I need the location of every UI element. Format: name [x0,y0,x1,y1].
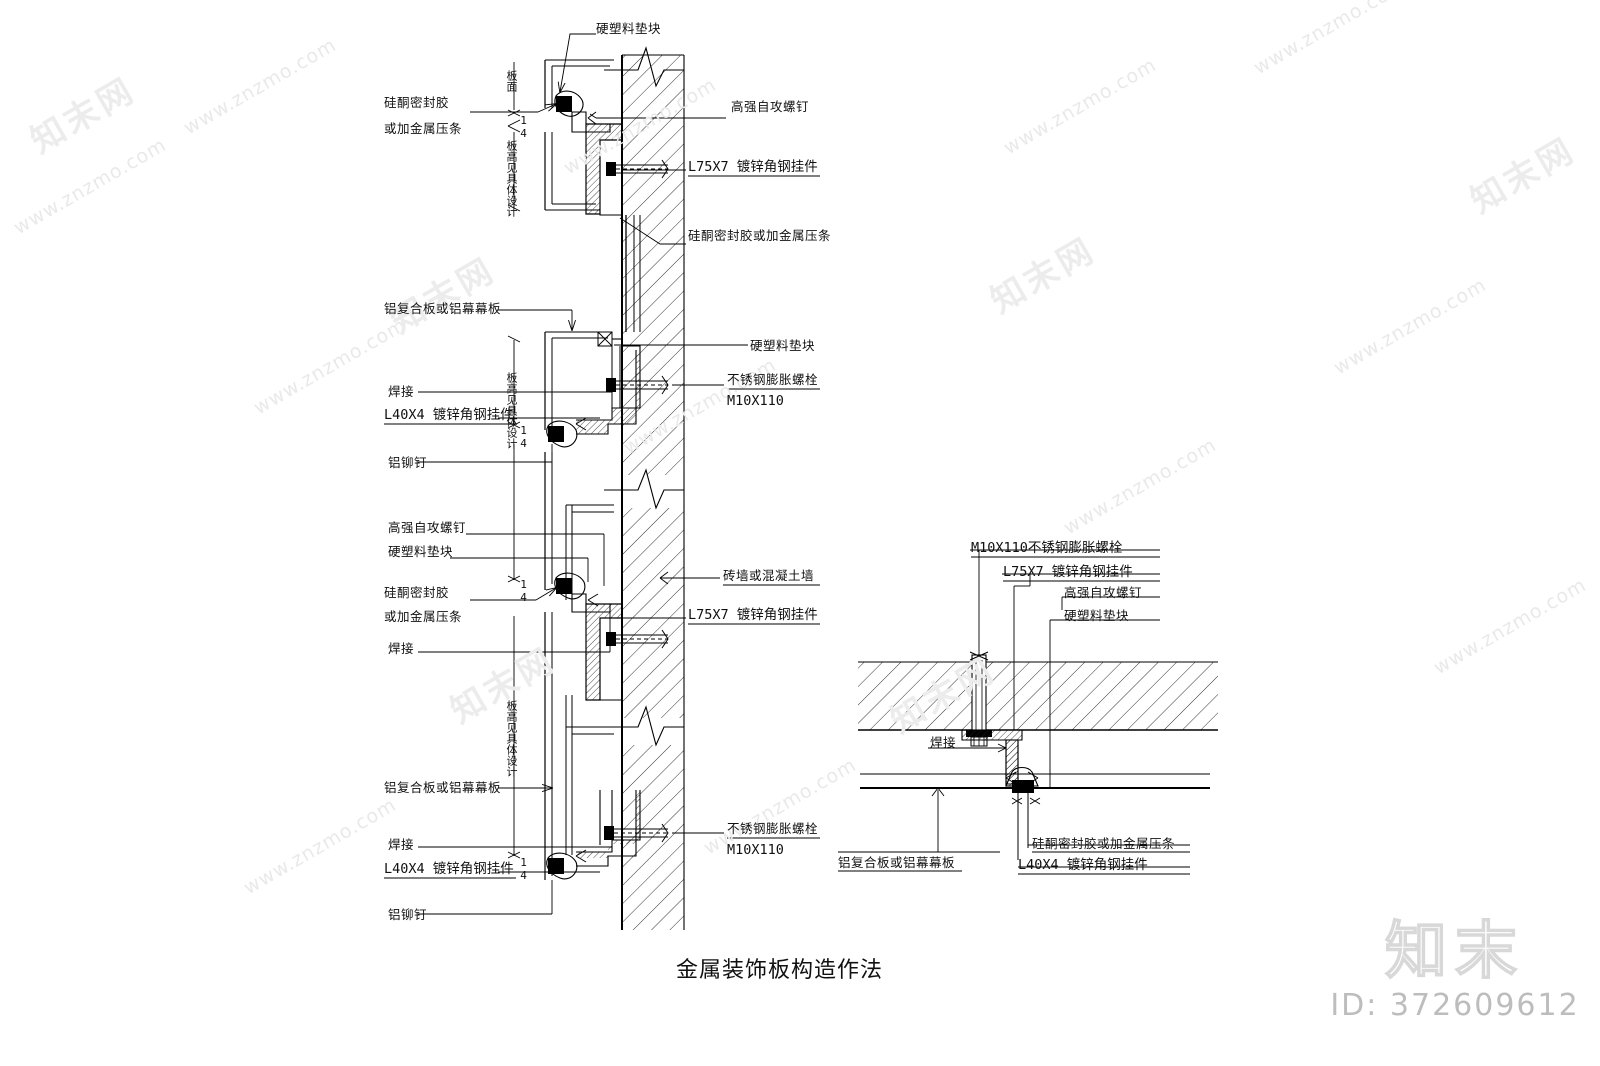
label-silicone-sealant-3-line1: 硅酮密封胶 [384,585,450,600]
label-brick-or-concrete-wall: 砖墙或混凝土墙 [723,568,815,583]
label-r-self-tapping-screw: 高强自攻螺钉 [1064,585,1143,600]
label-r-hard-plastic-pad: 硬塑料垫块 [1064,608,1130,623]
label-panel-height-spec-2: 板高见具体设计 [505,372,518,449]
label-aluminum-rivet-1: 铝铆钉 [388,455,428,470]
label-underlines [384,175,1190,879]
label-hard-plastic-pad-top: 硬塑料垫块 [596,21,662,36]
label-r-silicone-sealant: 硅酮密封胶或加金属压条 [1032,836,1176,851]
label-silicone-sealant-3-line2: 或加金属压条 [384,609,463,624]
anchor-bolt-third [606,629,669,649]
label-angle-l40x4-1: L40X4 镀锌角钢挂件 [384,407,514,423]
label-hard-plastic-pad-3: 硬塑料垫块 [388,544,454,559]
label-dimension-14-1: 14 [517,114,530,140]
leader-lines-right [589,113,748,834]
label-r-angle-l75x7: L75X7 镀锌角钢挂件 [1003,564,1133,580]
concrete-slab [858,661,1218,731]
label-angle-l75x7-2: L75X7 镀锌角钢挂件 [688,607,818,623]
anchor-bolt-bottom [604,823,669,843]
left-section-detail [418,33,748,930]
joint-node-bottom [546,790,669,880]
panel-assembly-right [860,766,1210,860]
label-weld-3: 焊接 [388,837,415,852]
label-r-aluminum-panel: 铝复合板或铝幕幕板 [838,855,956,870]
label-panel-height-spec-3: 板高见具体设计 [505,700,518,777]
label-silicone-sealant-2: 硅酮密封胶或加金属压条 [688,228,832,243]
label-aluminum-panel-1: 铝复合板或铝幕幕板 [384,301,502,316]
label-expansion-bolt-1-spec: M10X110 [727,393,784,409]
label-angle-l75x7-1: L75X7 镀锌角钢挂件 [688,159,818,175]
joint-node-third [554,572,669,701]
label-aluminum-rivet-2: 铝铆钉 [388,907,428,922]
wall-masonry [604,46,685,930]
anchor-bolt-second [606,375,669,395]
label-aluminum-panel-2: 铝复合板或铝幕幕板 [384,780,502,795]
dimension-lines [507,62,521,859]
label-expansion-bolt-2: 不锈钢膨胀螺栓 [727,821,819,836]
hanger-angle-vertical [961,729,1023,787]
label-silicone-sealant-1-line1: 硅酮密封胶 [384,95,450,110]
label-expansion-bolt-1: 不锈钢膨胀螺栓 [727,372,819,387]
label-self-tapping-screw-2: 高强自攻螺钉 [388,520,467,535]
joint-node-second [546,215,669,448]
label-dimension-14-2: 14 [517,424,530,450]
label-expansion-bolt-2-spec: M10X110 [727,842,784,858]
label-r-expansion-bolt: M10X110不锈钢膨胀螺栓 [971,540,1123,556]
label-weld-2: 焊接 [388,641,415,656]
anchor-bolt-top [606,159,669,179]
label-dimension-14-3: 14 [517,578,530,604]
label-angle-l40x4-2: L40X4 镀锌角钢挂件 [384,861,514,877]
label-self-tapping-screw-1: 高强自攻螺钉 [731,99,810,114]
joint-node-top [554,90,669,216]
label-r-angle-l40x4: L40X4 镀锌角钢挂件 [1018,857,1148,873]
label-panel-height-spec-1: 板高见具体设计 [505,140,518,217]
drawing-title: 金属装饰板构造作法 [676,958,884,983]
cladding-panel-skin [544,59,614,880]
leader-lines-right-detail [838,549,1190,868]
label-r-weld: 焊接 [930,735,957,750]
label-silicone-sealant-1-line2: 或加金属压条 [384,121,463,136]
label-hard-plastic-pad-2: 硬塑料垫块 [750,338,816,353]
leader-lines-left [418,33,613,915]
label-dimension-14-4: 14 [517,856,530,882]
label-weld-1: 焊接 [388,384,415,399]
right-section-detail [838,549,1218,868]
label-panel-face: 板面 [505,70,518,92]
